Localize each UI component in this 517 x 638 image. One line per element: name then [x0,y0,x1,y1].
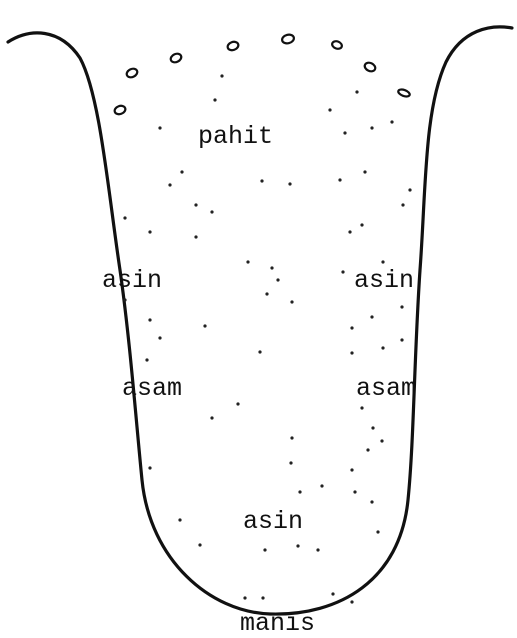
label-salty-right: asin [354,266,414,295]
papilla [363,61,376,73]
stipple-dot [148,466,151,469]
stipple-dot [401,203,404,206]
label-sour-right: asam [356,374,416,403]
stipple-dot [203,324,206,327]
stipple-dot [360,406,363,409]
stipple-dot [296,544,299,547]
stipple-dot [290,436,293,439]
stipple-dot [350,351,353,354]
stipple-dot [220,74,223,77]
stipple-dot [341,270,344,273]
stipple-dot [168,183,171,186]
stipple-dot [180,170,183,173]
stipple-dot [210,210,213,213]
stipple-dot [376,530,379,533]
stipple-dot [270,266,273,269]
stipple-dot [328,108,331,111]
stipple-dot [380,439,383,442]
stipple-dot [148,230,151,233]
papilla [125,67,138,79]
papilla [226,40,239,51]
stipple-dot [178,518,181,521]
stipple-dot [353,490,356,493]
stipple-dot [290,300,293,303]
stipple-dot [343,131,346,134]
stipple-dot [371,426,374,429]
stipple-dot [198,543,201,546]
stipple-dot [320,484,323,487]
label-salty-left: asin [102,266,162,295]
stipple-dot [261,596,264,599]
stipple-dot [276,278,279,281]
stipple-dot [348,230,351,233]
stipple-dot [408,188,411,191]
stipple-dot [246,260,249,263]
papilla [169,52,182,64]
stipple-dot [194,203,197,206]
stipple-dot [366,448,369,451]
stipple-dot [350,468,353,471]
stipple-dot [390,120,393,123]
stipple-dot [363,170,366,173]
papilla [331,40,343,50]
stipple-dot [236,402,239,405]
stipple-dot [381,346,384,349]
stipple-dot [213,98,216,101]
stipple-dot [355,90,358,93]
stipple-dot [338,178,341,181]
stipple-dot [350,600,353,603]
stipple-dot [158,336,161,339]
stipple-dot [316,548,319,551]
label-bitter: pahit [198,122,273,151]
stipple-dot [123,216,126,219]
stipple-dot [370,126,373,129]
papilla [281,33,295,44]
papilla [113,104,126,115]
stipple-dot [370,500,373,503]
stipple-dot [400,338,403,341]
stipple-dot [381,260,384,263]
stipple-dot [298,490,301,493]
stipple-dot [145,358,148,361]
papillae-row [113,33,410,115]
stipple-dot [370,315,373,318]
stipple-dot [260,179,263,182]
papilla [397,88,410,98]
label-sweet-tip: manis [240,609,315,638]
label-salty-front: asin [243,507,303,536]
stipple-dot [258,350,261,353]
stipple-dot [265,292,268,295]
stipple-dot [400,305,403,308]
stipple-dot [360,223,363,226]
stipple-dot [148,318,151,321]
stipple-dot [263,548,266,551]
stipple-dot [158,126,161,129]
stipple-dot [331,592,334,595]
stipple-dot [210,416,213,419]
stipple-dot [289,461,292,464]
stipple-dot [243,596,246,599]
label-sour-left: asam [122,374,182,403]
stipple-dot [123,298,126,301]
stipple-dot [194,235,197,238]
stipple-dot [350,326,353,329]
stipple-dot [288,182,291,185]
